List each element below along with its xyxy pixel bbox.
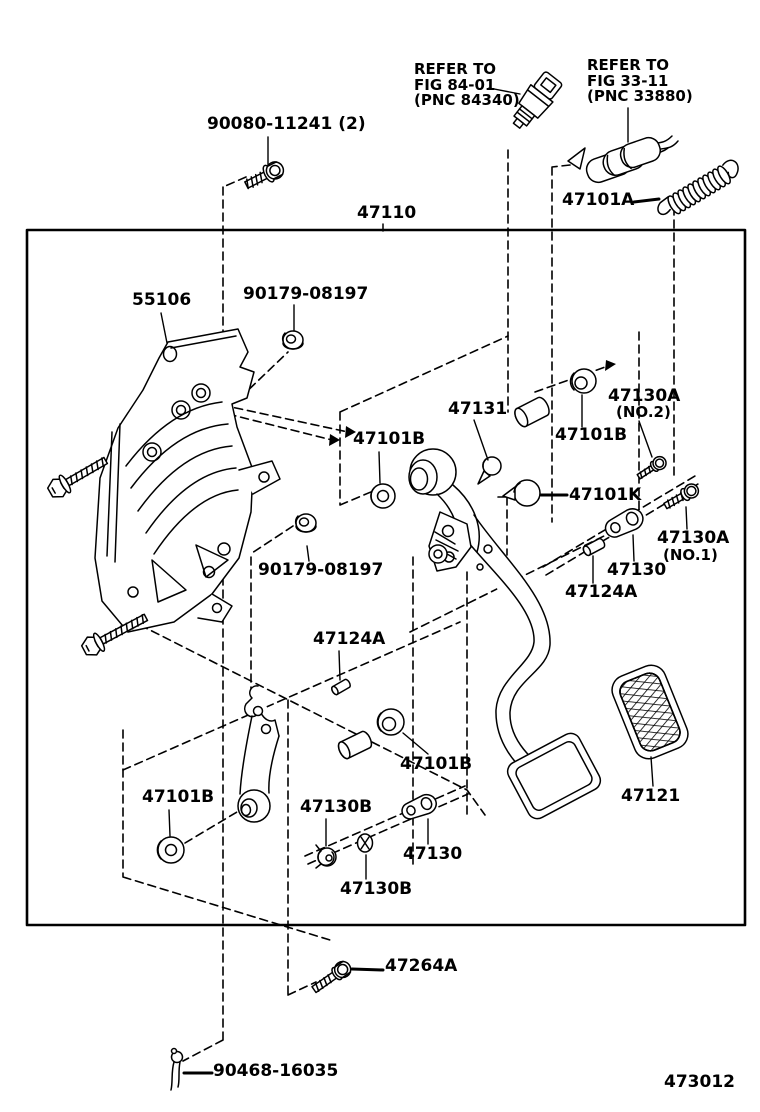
part-label-47130A-no1: 47130A — [657, 528, 730, 548]
collar-47124A-right-art — [582, 537, 606, 557]
stopper-47101K-art — [502, 479, 541, 507]
grommet-mid-left-art — [370, 483, 396, 509]
bushing-cylinder-lower-art — [337, 730, 373, 760]
refer-note-line: (PNC 84340) — [414, 91, 520, 109]
part-label-47124A-right: 47124A — [565, 582, 638, 602]
part-label-90179-lower: 90179-08197 — [258, 560, 384, 580]
part-label-47101B-mid-left: 47101B — [353, 429, 426, 449]
part-label-47264A: 47264A — [385, 956, 458, 976]
mounting-bolt-lower-art — [80, 613, 149, 656]
figure-code: 473012 — [664, 1072, 735, 1092]
refer-note-line: REFER TO — [587, 56, 670, 74]
refer-note-line: FIG 33-11 — [587, 71, 669, 90]
brake-pedal-arm-art — [408, 448, 602, 820]
dash-arrowheads — [329, 360, 616, 446]
part-label-47101K: 47101K — [569, 485, 642, 505]
pedal-pad-art — [611, 664, 689, 760]
part-label-47130B-center: 47130B — [300, 797, 373, 817]
refer-note-line: (PNC 33880) — [587, 87, 693, 105]
refer-note-fig33: REFER TO FIG 33-11 (PNC 33880) — [587, 56, 693, 105]
assembly-boundary-box — [25, 228, 747, 927]
refer-note-fig84: REFER TO FIG 84-01 (PNC 84340) — [414, 60, 520, 109]
bolt-47130A-no1-art — [663, 483, 700, 510]
grommet-lower-left-art — [156, 836, 185, 864]
thick-leader-lines — [182, 197, 661, 1075]
flange-nut-upper-art — [281, 330, 304, 350]
bolt-47130A-no2-art — [636, 455, 667, 480]
part-label-47130-right: 47130 — [607, 560, 667, 580]
bushing-cylinder-upper-art — [514, 396, 550, 428]
part-label-47130A-no1-sub: (NO.1) — [663, 546, 718, 564]
intermediate-lever-art — [237, 685, 280, 823]
pedal-support-bracket-art — [94, 328, 281, 633]
pedal-stop-47131-art — [477, 456, 502, 485]
collar-47124A-center-art — [331, 678, 351, 696]
part-label-90179-upper: 90179-08197 — [243, 284, 369, 304]
part-label-47130A-no2-sub: (NO.2) — [616, 403, 671, 421]
leader-lines — [160, 87, 688, 880]
part-label-47130A-no2: 47130A — [608, 386, 681, 406]
part-label-47101B-lower-right: 47101B — [400, 754, 473, 774]
part-label-47101B-lower-left: 47101B — [142, 787, 215, 807]
tapping-screw-art — [244, 161, 285, 190]
clevis-47130-bottom-art — [401, 794, 437, 820]
mounting-bolt-upper-art — [46, 456, 109, 498]
refer-note-line: REFER TO — [414, 60, 497, 78]
part-label-55106: 55106 — [132, 290, 192, 310]
part-label-47130B-bottom: 47130B — [340, 879, 413, 899]
part-label-90080-11241: 90080-11241 (2) — [207, 114, 366, 134]
clip-90468-art — [170, 1047, 184, 1091]
clevis-47130-right-art — [604, 508, 644, 538]
stop-lamp-switch-art — [512, 71, 563, 129]
part-label-47130-bottom: 47130 — [403, 844, 463, 864]
bushing-flanged-lower-art — [376, 708, 405, 736]
part-label-47101B-top-right: 47101B — [555, 425, 628, 445]
part-label-90468: 90468-16035 — [213, 1061, 339, 1081]
part-label-47110: 47110 — [357, 203, 417, 223]
part-label-47121: 47121 — [621, 786, 681, 806]
washer-47130B-bottom-art — [356, 833, 374, 853]
flange-nut-lower-art — [294, 513, 317, 533]
e-clip-47130B-center-art — [315, 844, 337, 869]
bushing-flanged-upper-art — [569, 368, 597, 394]
part-label-47124A-center: 47124A — [313, 629, 386, 649]
wire-harness-art — [567, 135, 679, 184]
part-label-47101A: 47101A — [562, 190, 635, 210]
bolt-47264A-art — [311, 960, 352, 994]
return-spring-art — [657, 159, 739, 216]
refer-note-line: FIG 84-01 — [414, 75, 496, 94]
part-label-47131: 47131 — [448, 399, 508, 419]
